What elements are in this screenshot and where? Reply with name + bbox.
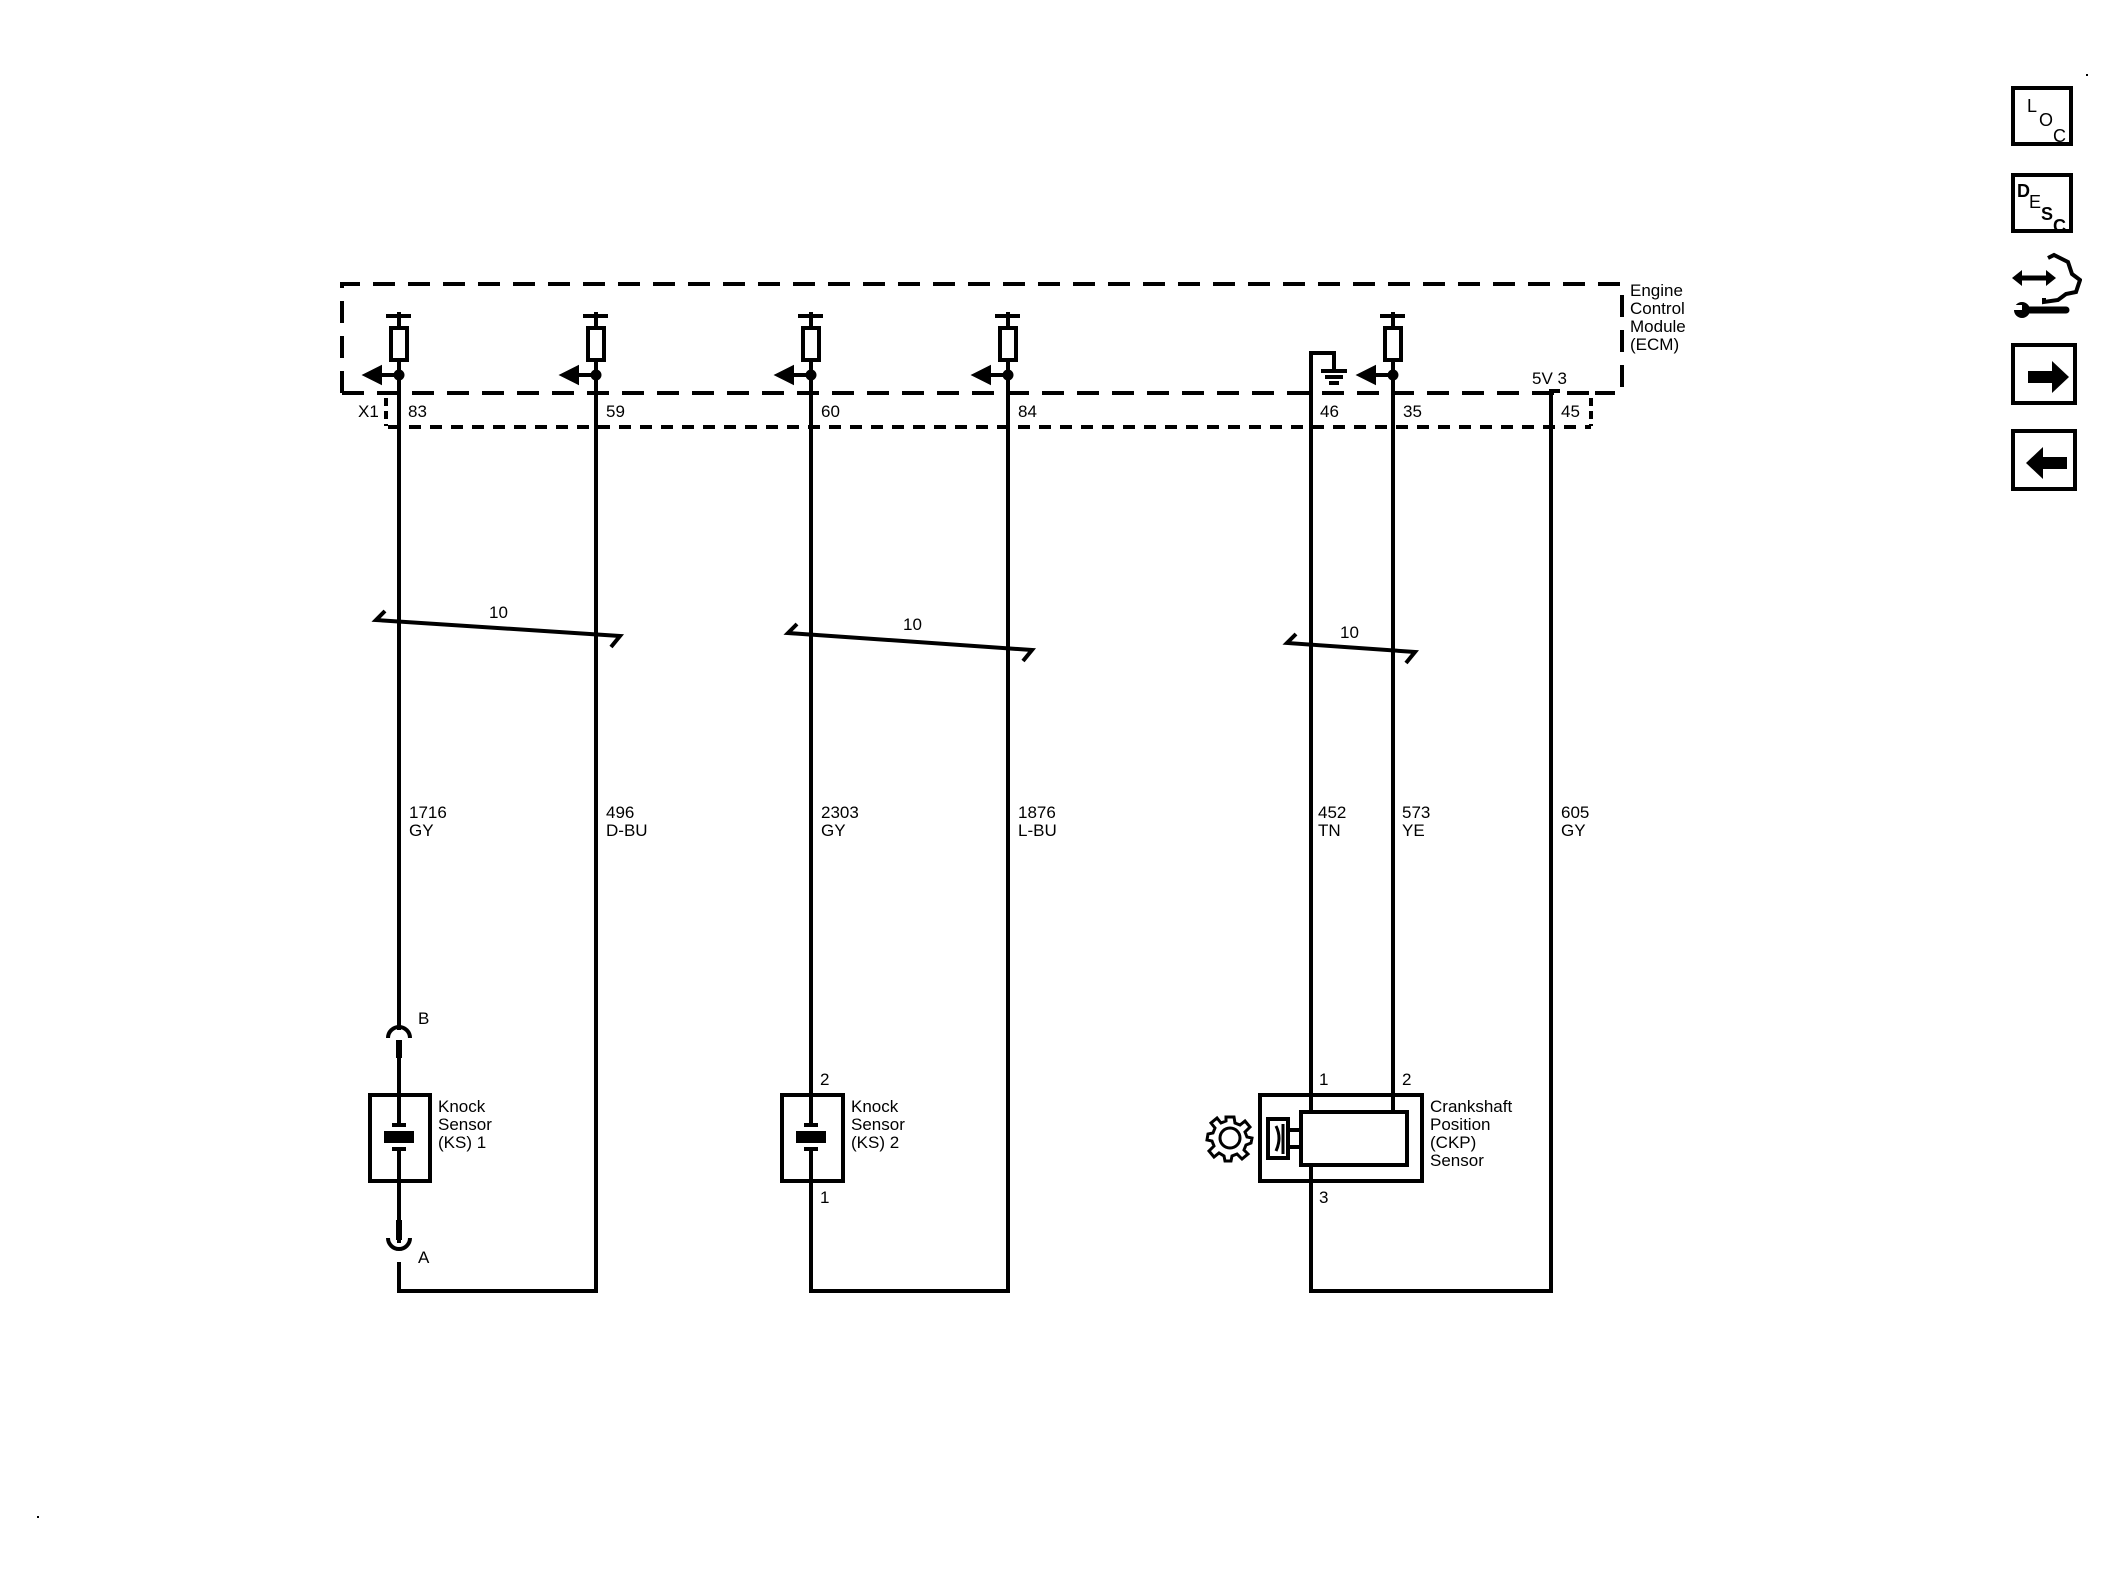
- svg-text:C: C: [2053, 126, 2066, 146]
- svg-text:Position: Position: [1430, 1115, 1490, 1134]
- circuit-labels: 1716 GY 496 D-BU 2303 GY 1876 L-BU 452 T…: [409, 803, 1589, 840]
- ecm-label: Engine Control Module (ECM): [1630, 281, 1686, 354]
- ecm-input-35: [1355, 312, 1405, 386]
- pin-labels: 83 59 60 84 46 35 45: [408, 402, 1580, 421]
- ecm-input-60: [773, 312, 823, 386]
- svg-text:(CKP): (CKP): [1430, 1133, 1476, 1152]
- svg-text:60: 60: [821, 402, 840, 421]
- wires: [397, 375, 1560, 1293]
- location-button[interactable]: L O C: [2011, 86, 2073, 146]
- ks2-label: Knock Sensor (KS) 2: [851, 1097, 905, 1152]
- svg-text:1716: 1716: [409, 803, 447, 822]
- knock-sensor-1: [368, 1025, 432, 1251]
- component-wrench-icon: [2012, 252, 2082, 318]
- svg-text:D: D: [2017, 181, 2030, 201]
- svg-text:YE: YE: [1402, 821, 1425, 840]
- svg-text:10: 10: [1340, 623, 1359, 642]
- svg-text:S: S: [2041, 204, 2053, 224]
- connector-b-icon: [386, 1025, 412, 1039]
- ckp-sensor: [1258, 1093, 1424, 1183]
- connector-a-icon: [386, 1237, 412, 1251]
- ckp-terminal-3: 3: [1319, 1188, 1328, 1207]
- arrow-right-icon: [2028, 361, 2069, 393]
- svg-text:Crankshaft: Crankshaft: [1430, 1097, 1512, 1116]
- svg-text:E: E: [2029, 192, 2041, 212]
- svg-text:10: 10: [903, 615, 922, 634]
- svg-text:Sensor: Sensor: [1430, 1151, 1484, 1170]
- svg-text:O: O: [2039, 110, 2053, 130]
- ks1-terminal-a: A: [418, 1248, 430, 1267]
- svg-text:Knock: Knock: [438, 1097, 486, 1116]
- ecm-input-83: [361, 312, 411, 386]
- ecm-input-59: [558, 312, 608, 386]
- twisted-pair-markers: [371, 609, 1419, 665]
- twisted-pair-labels: 10 10 10: [489, 603, 1359, 642]
- wire-2303: [809, 375, 1010, 1293]
- arrow-left-icon: [2026, 447, 2067, 479]
- svg-text:496: 496: [606, 803, 634, 822]
- description-button[interactable]: D E S C: [2011, 173, 2073, 236]
- wire-452: [1309, 389, 1560, 1293]
- svg-text:C: C: [2053, 216, 2066, 236]
- svg-text:L-BU: L-BU: [1018, 821, 1057, 840]
- piezo-crystal-icon: [796, 1131, 826, 1143]
- svg-text:59: 59: [606, 402, 625, 421]
- svg-text:Module: Module: [1630, 317, 1686, 336]
- svg-text:46: 46: [1320, 402, 1339, 421]
- ecm-input-84: [970, 312, 1020, 386]
- next-page-button[interactable]: [2011, 343, 2077, 405]
- ckp-label: Crankshaft Position (CKP) Sensor: [1430, 1097, 1512, 1170]
- twist-2: [783, 622, 1036, 663]
- svg-text:452: 452: [1318, 803, 1346, 822]
- svg-text:(KS) 2: (KS) 2: [851, 1133, 899, 1152]
- svg-text:(ECM): (ECM): [1630, 335, 1679, 354]
- svg-text:GY: GY: [821, 821, 846, 840]
- ks1-label: Knock Sensor (KS) 1: [438, 1097, 492, 1152]
- svg-text:573: 573: [1402, 803, 1430, 822]
- knock-sensor-2: [780, 1093, 845, 1183]
- svg-text:83: 83: [408, 402, 427, 421]
- ks2-terminal-1: 1: [820, 1188, 829, 1207]
- svg-text:10: 10: [489, 603, 508, 622]
- svg-text:84: 84: [1018, 402, 1037, 421]
- svg-text:35: 35: [1403, 402, 1422, 421]
- piezo-crystal-icon: [384, 1131, 414, 1143]
- gear-icon: [1205, 1115, 1254, 1163]
- connector-x1-outline: [384, 398, 1593, 429]
- svg-text:605: 605: [1561, 803, 1589, 822]
- svg-text:D-BU: D-BU: [606, 821, 648, 840]
- svg-text:2303: 2303: [821, 803, 859, 822]
- svg-text:45: 45: [1561, 402, 1580, 421]
- twist-3: [1282, 632, 1419, 665]
- ecm-input-circuits: [361, 312, 1405, 430]
- ks1-terminal-b: B: [418, 1009, 429, 1028]
- component-view-button[interactable]: [2010, 252, 2082, 320]
- ckp-terminal-2: 2: [1402, 1070, 1411, 1089]
- previous-page-button[interactable]: [2011, 429, 2077, 491]
- svg-text:GY: GY: [409, 821, 434, 840]
- ckp-terminal-1: 1: [1319, 1070, 1328, 1089]
- ecm-module-outline: [340, 282, 1624, 395]
- loc-icon: L O C: [2027, 96, 2066, 146]
- stray-dot: [37, 1516, 39, 1518]
- ground-icon: [1309, 351, 1347, 430]
- svg-text:Sensor: Sensor: [851, 1115, 905, 1134]
- desc-icon: D E S C: [2017, 181, 2066, 236]
- twist-1: [371, 609, 625, 649]
- stray-dot: [2086, 74, 2088, 76]
- supply-label: 5V 3: [1532, 369, 1567, 388]
- svg-text:Knock: Knock: [851, 1097, 899, 1116]
- connector-label: X1: [358, 402, 379, 421]
- svg-text:GY: GY: [1561, 821, 1586, 840]
- ks2-terminal-2: 2: [820, 1070, 829, 1089]
- svg-text:Sensor: Sensor: [438, 1115, 492, 1134]
- svg-text:TN: TN: [1318, 821, 1341, 840]
- svg-text:Engine: Engine: [1630, 281, 1683, 300]
- svg-text:(KS) 1: (KS) 1: [438, 1133, 486, 1152]
- svg-text:1876: 1876: [1018, 803, 1056, 822]
- wire-ks1-return: [397, 375, 598, 1293]
- svg-text:Control: Control: [1630, 299, 1685, 318]
- svg-text:L: L: [2027, 96, 2037, 116]
